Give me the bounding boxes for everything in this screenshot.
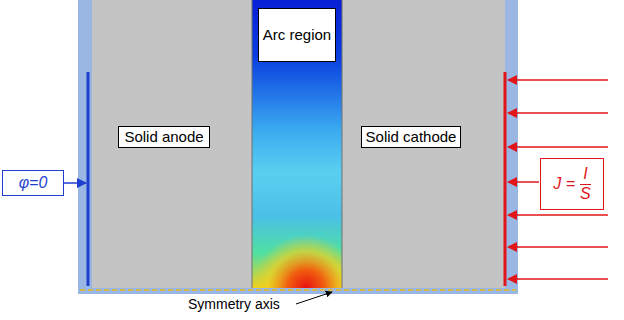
- equation-lhs: J =: [553, 175, 575, 193]
- node-text: Solid cathode: [366, 128, 457, 146]
- leader-arrow: [64, 182, 86, 184]
- fluid-domain: [78, 0, 518, 294]
- arc-hot-zone: [252, 200, 342, 288]
- interface-line: [342, 0, 343, 288]
- leader-arrow: [296, 292, 332, 304]
- region-label: Arc region: [258, 8, 336, 62]
- region-label: Solid anode: [118, 126, 210, 148]
- interface-line: [252, 0, 253, 288]
- fraction: IS: [580, 165, 591, 203]
- anode-boundary: [87, 72, 90, 286]
- cathode-boundary: [504, 72, 507, 286]
- denominator: S: [580, 185, 591, 203]
- boundary-condition-box: φ=0: [2, 170, 64, 196]
- current-arrows: [508, 80, 608, 279]
- anode-region: [92, 0, 252, 288]
- node-text: Solid anode: [124, 128, 203, 146]
- region-label: Solid cathode: [361, 126, 462, 148]
- symmetry-axis: [80, 289, 516, 291]
- cathode-region: [342, 0, 505, 288]
- arc-plasma: [252, 0, 342, 288]
- node-text: φ=0: [19, 174, 48, 192]
- boundary-condition-box: J = IS: [540, 158, 604, 210]
- axis-label: Symmetry axis: [188, 296, 280, 312]
- numerator: I: [580, 165, 590, 184]
- node-text: Arc region: [263, 26, 331, 44]
